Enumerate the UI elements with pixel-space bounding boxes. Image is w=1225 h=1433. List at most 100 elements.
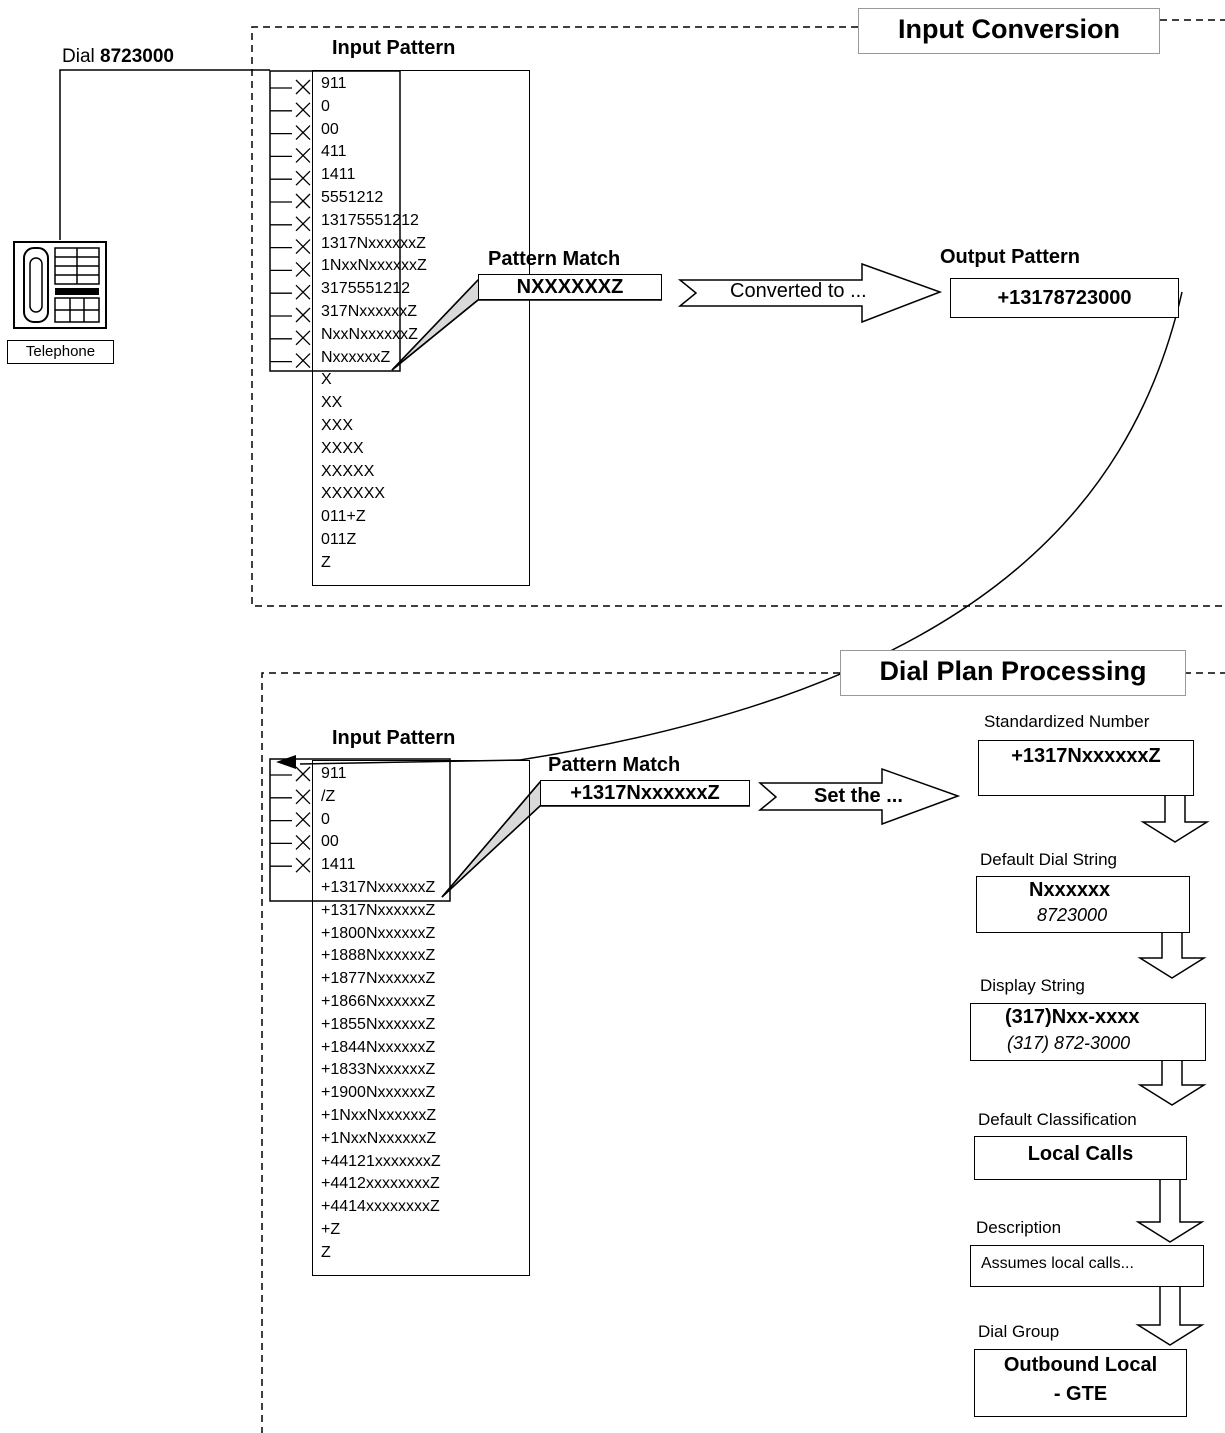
default-dial-string-box: Nxxxxxx 8723000 xyxy=(976,876,1190,933)
input-pattern-top-item: 0 xyxy=(321,97,330,115)
input-pattern-bottom-item: +1NxxNxxxxxxZ xyxy=(321,1107,437,1124)
input-pattern-top-item: 3175551212 xyxy=(321,280,410,298)
input-pattern-bottom-item: +1855NxxxxxxZ xyxy=(321,1015,436,1033)
input-pattern-top-item: 317NxxxxxxZ xyxy=(321,303,418,320)
input-pattern-top-item: 13175551212 xyxy=(321,211,419,229)
pattern-match-value-bottom: +1317NxxxxxxZ xyxy=(540,780,750,806)
dial-group-line1: Outbound Local xyxy=(1003,1354,1158,1376)
pattern-match-value-top: NXXXXXXZ xyxy=(478,274,662,300)
set-the-arrow xyxy=(757,767,961,826)
standardized-number-box: +1317NxxxxxxZ xyxy=(978,740,1194,796)
input-pattern-bottom-item: +1317NxxxxxxZ xyxy=(321,901,436,919)
input-pattern-bottom-item: 1411 xyxy=(321,856,356,874)
default-classification-box: Local Calls xyxy=(974,1136,1187,1180)
output-pattern-heading: Output Pattern xyxy=(940,246,1080,268)
input-pattern-bottom-item: +1833NxxxxxxZ xyxy=(321,1061,436,1079)
switch-contact xyxy=(270,125,311,141)
input-pattern-top-item: X xyxy=(321,371,332,389)
default-classification-label: Default Classification xyxy=(978,1110,1137,1129)
input-pattern-top-item: 1411 xyxy=(321,166,356,184)
connector-arrowhead xyxy=(276,755,296,769)
dial-group-line2: - GTE xyxy=(1053,1383,1108,1405)
output-pattern-value: +13178723000 xyxy=(950,278,1179,318)
telephone-icon xyxy=(13,241,107,329)
input-pattern-top-item: XXX xyxy=(321,417,354,434)
input-pattern-top-item: NxxxxxxZ xyxy=(321,348,391,366)
switch-contact xyxy=(270,307,311,323)
telephone-label: Telephone xyxy=(7,340,114,364)
input-pattern-bottom-item: +4412xxxxxxxxZ xyxy=(321,1175,440,1193)
input-switch-bracket-bottom xyxy=(270,766,311,873)
input-pattern-top-item: XX xyxy=(321,394,343,412)
display-string-example: (317) 872-3000 xyxy=(1007,1033,1131,1053)
switch-contact xyxy=(270,102,311,118)
pattern-match-heading-bottom: Pattern Match xyxy=(548,754,681,776)
down-flow-arrow xyxy=(1135,1287,1205,1346)
matched-pattern-frame-bottom xyxy=(269,758,451,902)
input-pattern-bottom-item: +1844NxxxxxxZ xyxy=(321,1038,436,1056)
input-pattern-bottom-item: +Z xyxy=(321,1221,341,1238)
input-pattern-top-item: 911 xyxy=(321,75,347,92)
switch-contact xyxy=(270,170,311,186)
dial-prefix: Dial xyxy=(62,46,95,67)
input-switch-bracket-top xyxy=(270,79,311,369)
dial-group-box: Outbound Local - GTE xyxy=(974,1349,1187,1417)
switch-contact xyxy=(270,834,311,850)
output-to-input-connector xyxy=(519,291,1183,761)
input-pattern-top-item: NxxNxxxxxxZ xyxy=(321,325,418,343)
input-pattern-bottom-item: 0 xyxy=(321,810,330,828)
input-pattern-bottom-item: +1317NxxxxxxZ xyxy=(321,879,436,896)
description-label: Description xyxy=(976,1218,1062,1237)
pattern-match-heading-top: Pattern Match xyxy=(488,248,621,270)
display-string-box: (317)Nxx-xxxx (317) 872-3000 xyxy=(970,1003,1206,1061)
switch-contact xyxy=(270,147,311,163)
default-dial-string-label: Default Dial String xyxy=(980,850,1118,869)
converted-arrow xyxy=(677,262,943,324)
dial-number: 8723000 xyxy=(100,46,174,67)
input-pattern-bottom-item: 00 xyxy=(321,833,339,851)
input-conversion-title: Input Conversion xyxy=(858,8,1160,54)
switch-contact xyxy=(270,789,311,805)
default-dial-string-example: 8723000 xyxy=(1037,905,1108,925)
switch-contact xyxy=(270,857,311,873)
switch-contact xyxy=(270,330,311,346)
description-value: Assumes local calls... xyxy=(981,1255,1134,1272)
input-pattern-bottom-item: +44121xxxxxxxZ xyxy=(321,1152,441,1170)
switch-contact xyxy=(270,193,311,209)
input-pattern-heading-top: Input Pattern xyxy=(332,37,456,59)
switch-contact xyxy=(270,239,311,255)
input-pattern-bottom-item: +1900NxxxxxxZ xyxy=(321,1084,436,1102)
display-string-pattern: (317)Nxx-xxxx xyxy=(1005,1006,1140,1028)
input-conversion-frame xyxy=(251,19,1225,607)
input-pattern-top-item: 1317NxxxxxxZ xyxy=(321,234,426,252)
switch-contact xyxy=(270,812,311,828)
switch-contact xyxy=(270,284,311,300)
input-pattern-bottom-item: +1800NxxxxxxZ xyxy=(321,924,436,942)
input-pattern-bottom-item: +1888NxxxxxxZ xyxy=(321,947,436,965)
input-pattern-bottom-item: +1877NxxxxxxZ xyxy=(321,970,436,988)
matched-pattern-frame-top xyxy=(269,70,401,372)
dial-group-label: Dial Group xyxy=(978,1322,1060,1341)
input-pattern-bottom-item: +1NxxNxxxxxxZ xyxy=(321,1129,437,1147)
switch-contact xyxy=(270,353,311,369)
description-box: Assumes local calls... xyxy=(970,1245,1204,1287)
input-pattern-bottom-item: +1866NxxxxxxZ xyxy=(321,993,436,1010)
converted-arrow-label: Converted to ... xyxy=(730,280,867,302)
input-pattern-top-item: XXXXXX xyxy=(321,485,386,503)
dial-plan-processing-frame xyxy=(261,672,1225,1433)
down-flow-arrow xyxy=(1135,1179,1205,1243)
input-pattern-top-item: XXXX xyxy=(321,439,364,457)
down-flow-arrow xyxy=(1140,796,1210,843)
input-pattern-bottom-item: Z xyxy=(321,1243,331,1261)
standardized-number-value: +1317NxxxxxxZ xyxy=(1011,745,1161,767)
input-pattern-bottom-item: 911 xyxy=(321,765,347,782)
input-pattern-top-item: 1NxxNxxxxxxZ xyxy=(321,257,427,275)
standardized-number-label: Standardized Number xyxy=(984,712,1150,731)
input-pattern-top-item: Z xyxy=(321,553,331,571)
switch-contact xyxy=(270,216,311,232)
switch-contact xyxy=(270,766,311,782)
